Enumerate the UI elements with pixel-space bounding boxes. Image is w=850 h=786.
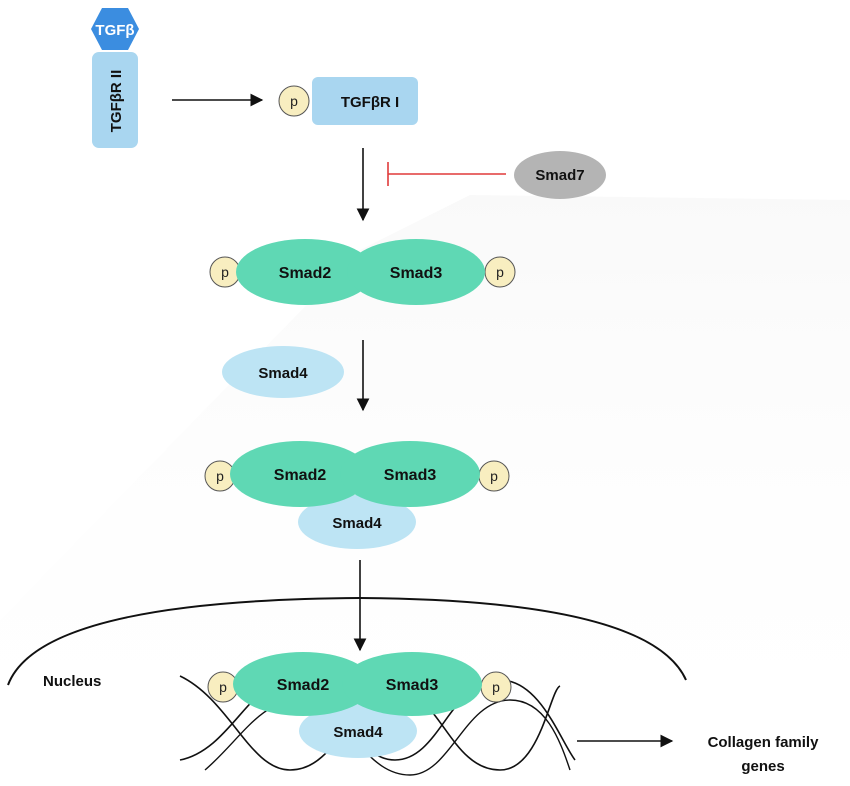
phospho-tgfbr1-label: p [290,93,298,109]
smad4-free-label: Smad4 [258,365,308,382]
smad2-stage1-label: Smad2 [279,265,332,282]
smad3-stage2 [340,441,480,507]
output-label-line2: genes [741,758,784,775]
smad3-stage2-label: Smad3 [384,467,437,484]
smad2-stage2 [230,441,370,507]
phospho-smad2-stage3-label: p [219,679,227,695]
smad4-stage3-label: Smad4 [333,724,383,741]
phospho-tgfbr1 [278,85,310,117]
smad7-label: Smad7 [535,167,584,184]
smad2-stage3 [233,652,373,716]
phospho-smad2-stage1-label: p [221,264,229,280]
smad3-stage3-label: Smad3 [386,677,439,694]
tgfbr1-receptor [312,77,418,125]
nuclear-membrane [7,596,687,686]
output-label-line1: Collagen family [708,734,820,751]
phospho-smad3-stage1-label: p [496,264,504,280]
nucleus-label: Nucleus [43,673,101,690]
smad7-protein [514,151,606,199]
smad3-stage1-label: Smad3 [390,265,443,282]
smad2-stage2-label: Smad2 [274,467,327,484]
tgfbr2-label: TGFβR II [108,70,125,132]
smad4-stage3 [299,704,417,758]
phospho-smad3-stage3-label: p [492,679,500,695]
tgfbr1-label: TGFβR I [341,94,399,111]
smad3-stage1 [347,239,485,305]
phospho-smad3-stage2-label: p [490,468,498,484]
smad2-stage1 [236,239,374,305]
smad4-stage2-label: Smad4 [332,515,382,532]
smad4-stage2 [298,495,416,549]
tgfbr2-receptor [92,52,138,148]
tgfb-ligand-label: TGFβ [95,22,134,39]
tgfb-ligand [91,8,139,50]
smad2-stage3-label: Smad2 [277,677,330,694]
smad3-stage3 [342,652,482,716]
phospho-smad2-stage2-label: p [216,468,224,484]
smad4-free [222,346,344,398]
